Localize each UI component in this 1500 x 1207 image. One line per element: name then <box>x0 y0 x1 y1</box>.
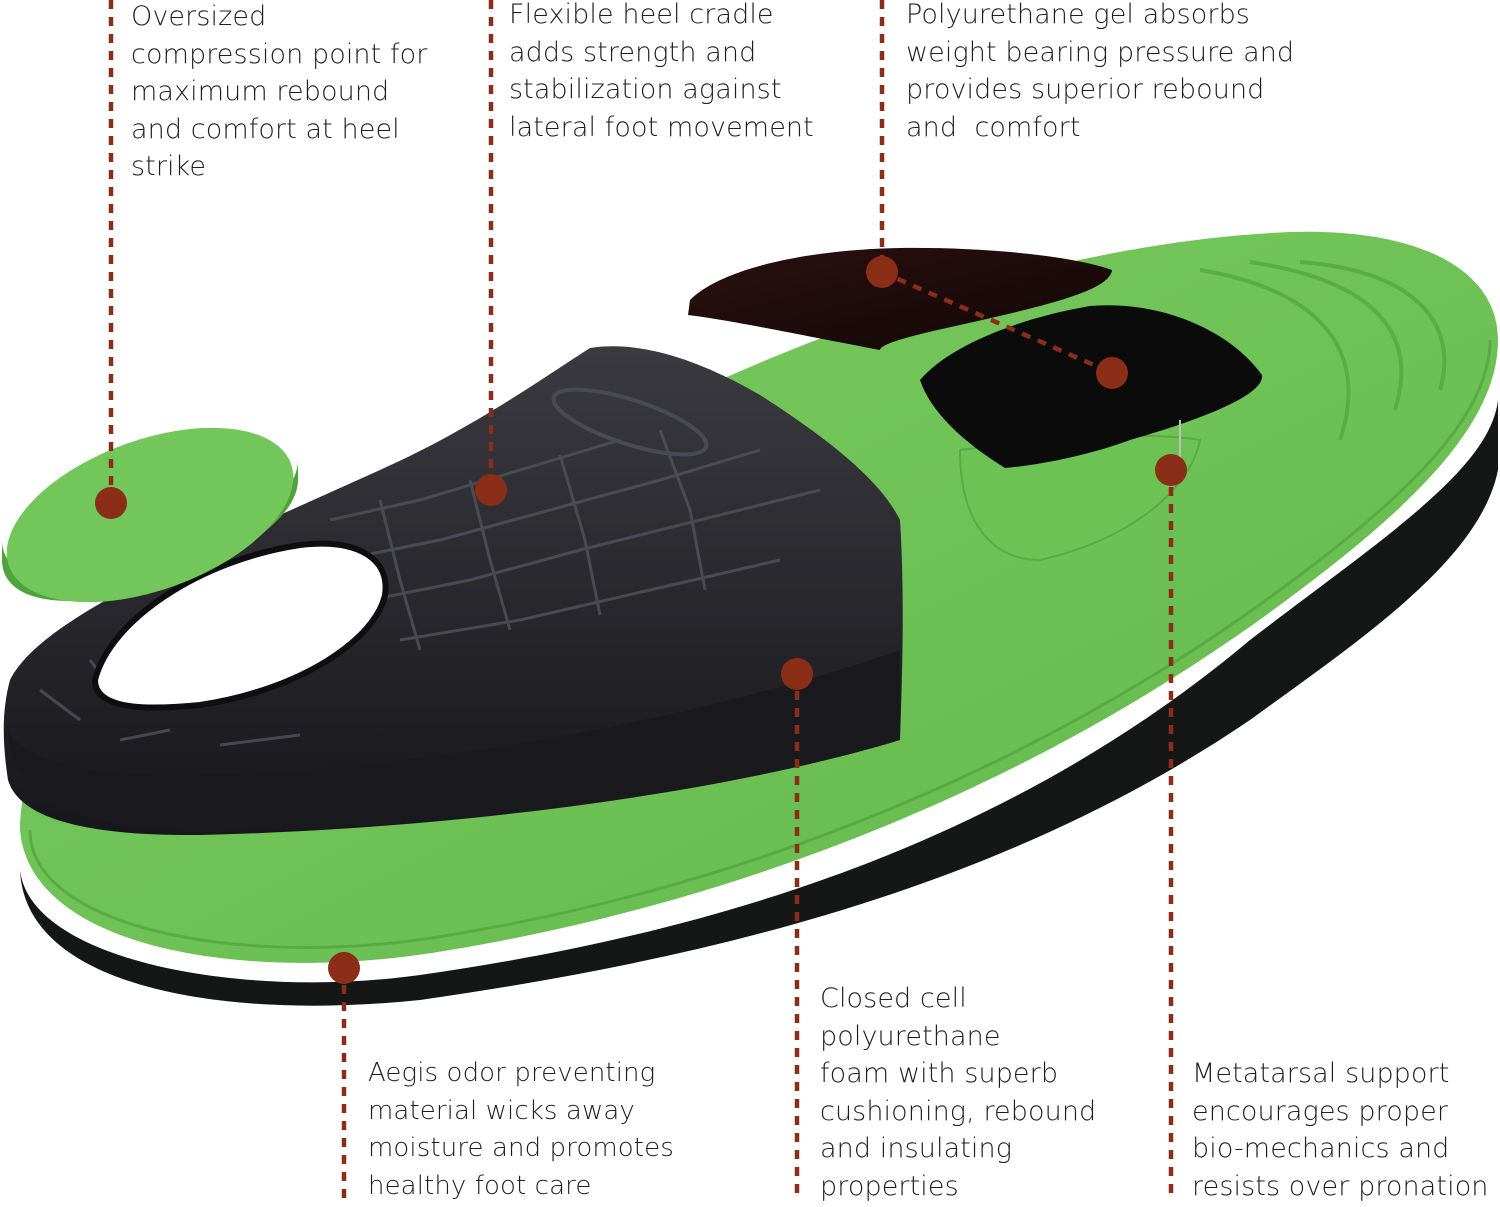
callout-line: strike <box>131 151 207 182</box>
callout-line: bio-mechanics and <box>1192 1133 1450 1164</box>
dot-heel-compression <box>95 487 127 519</box>
callout-closed-cell-foam: Closed cell polyurethane foam with super… <box>820 980 1096 1205</box>
forefoot-ridge-2 <box>1249 260 1404 411</box>
callout-gel-forefoot: Polyurethane gel absorbs weight bearing … <box>906 0 1294 146</box>
callout-line: adds strength and <box>509 36 757 68</box>
callout-line: Oversized <box>131 1 267 32</box>
callout-metatarsal-support: Metatarsal support encourages proper bio… <box>1192 1055 1489 1205</box>
dot-metatarsal <box>1155 454 1187 486</box>
gel-pad-lower <box>920 305 1263 468</box>
callout-line: compression point for <box>131 38 428 70</box>
leader-lines <box>108 0 1174 1200</box>
callout-line: foam with superb <box>820 1058 1059 1089</box>
gel-pad-upper <box>688 247 1112 350</box>
callout-line: material wicks away <box>368 1095 635 1126</box>
dot-heel-cradle <box>475 474 507 506</box>
callout-heel-cradle: Flexible heel cradle adds strength and s… <box>509 0 814 146</box>
dot-gel-lower <box>1096 357 1128 389</box>
callout-line: weight bearing pressure and <box>906 36 1295 68</box>
callout-line: properties <box>820 1170 959 1202</box>
dot-gel-upper <box>866 256 898 288</box>
callout-line: Flexible heel cradle <box>509 0 774 30</box>
callout-line: and comfort <box>906 111 1081 143</box>
dot-closed-cell-foam <box>781 658 813 690</box>
leader-dots <box>95 256 1187 984</box>
insole-base-layer <box>20 400 1498 1006</box>
callout-line: stabilization against <box>509 74 782 105</box>
callout-line: Metatarsal support <box>1192 1058 1450 1089</box>
brand-emblem <box>551 387 709 457</box>
callout-line: Polyurethane gel absorbs <box>906 0 1250 30</box>
insole-top-cover-rim <box>28 339 1492 949</box>
forefoot-ridge-1 <box>1299 260 1447 391</box>
callout-line: healthy foot care <box>368 1170 592 1201</box>
callout-line: resists over pronation <box>1192 1170 1489 1202</box>
callout-line: encourages proper <box>1192 1095 1449 1127</box>
heel-cradle-texture <box>39 429 821 747</box>
callout-line: Closed cell <box>820 983 967 1014</box>
callout-line: maximum rebound <box>131 76 390 107</box>
callout-line: polyurethane <box>820 1020 1001 1052</box>
callout-aegis-top-cover: Aegis odor preventing material wicks awa… <box>368 1055 674 1205</box>
callout-line: provides superior rebound <box>906 74 1265 105</box>
heel-cradle-side <box>8 650 900 832</box>
callout-line: and comfort at heel <box>131 113 400 145</box>
callout-line: Aegis odor preventing <box>368 1058 656 1088</box>
callout-line: cushioning, rebound <box>820 1095 1097 1127</box>
callout-line: lateral foot movement <box>509 111 814 143</box>
dot-aegis-cover <box>328 952 360 984</box>
forefoot-ridge-3 <box>1199 268 1351 441</box>
callout-line: and insulating <box>820 1133 1013 1164</box>
callout-heel-compression-point: Oversized compression point for maximum … <box>131 0 427 186</box>
leader-gel-link <box>881 269 1113 376</box>
callout-line: moisture and promotes <box>368 1133 674 1163</box>
heel-opening <box>91 540 389 711</box>
heel-compression-disk <box>6 427 294 603</box>
